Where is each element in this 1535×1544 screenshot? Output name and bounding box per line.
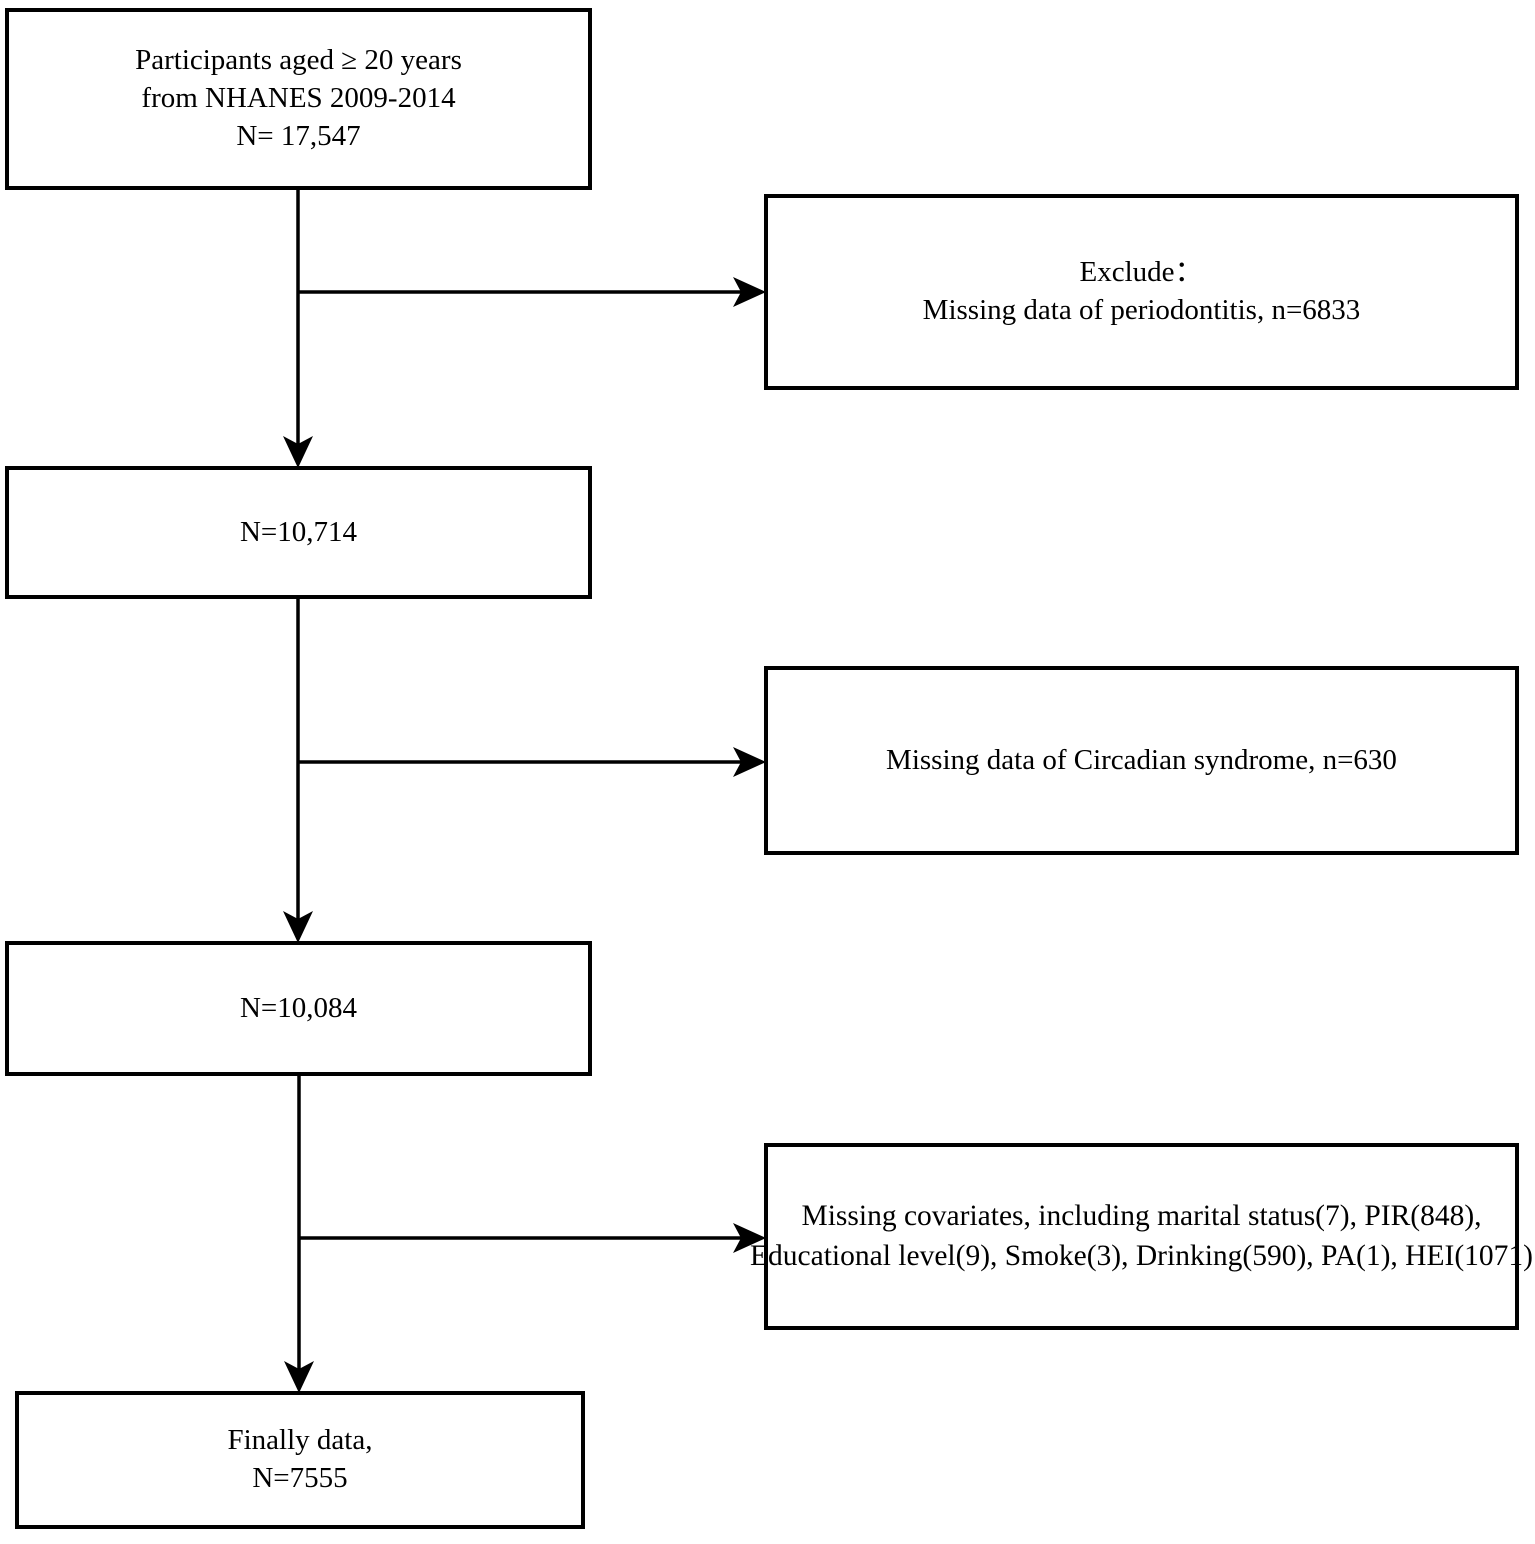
box-exclude-circadian [764, 666, 1519, 855]
box-after-periodontitis [5, 466, 592, 599]
arrow-down-1 [283, 436, 313, 468]
box-final-sample [15, 1391, 585, 1529]
arrow-right-3 [733, 1223, 766, 1253]
box-exclude-periodontitis [764, 194, 1519, 390]
arrow-right-1 [733, 277, 766, 307]
box-source-population [5, 8, 592, 190]
arrow-right-2 [733, 747, 766, 777]
arrow-down-2 [283, 911, 313, 943]
arrow-down-3 [284, 1361, 314, 1393]
box-after-circadian [5, 941, 592, 1076]
box-exclude-covariates [764, 1143, 1519, 1330]
